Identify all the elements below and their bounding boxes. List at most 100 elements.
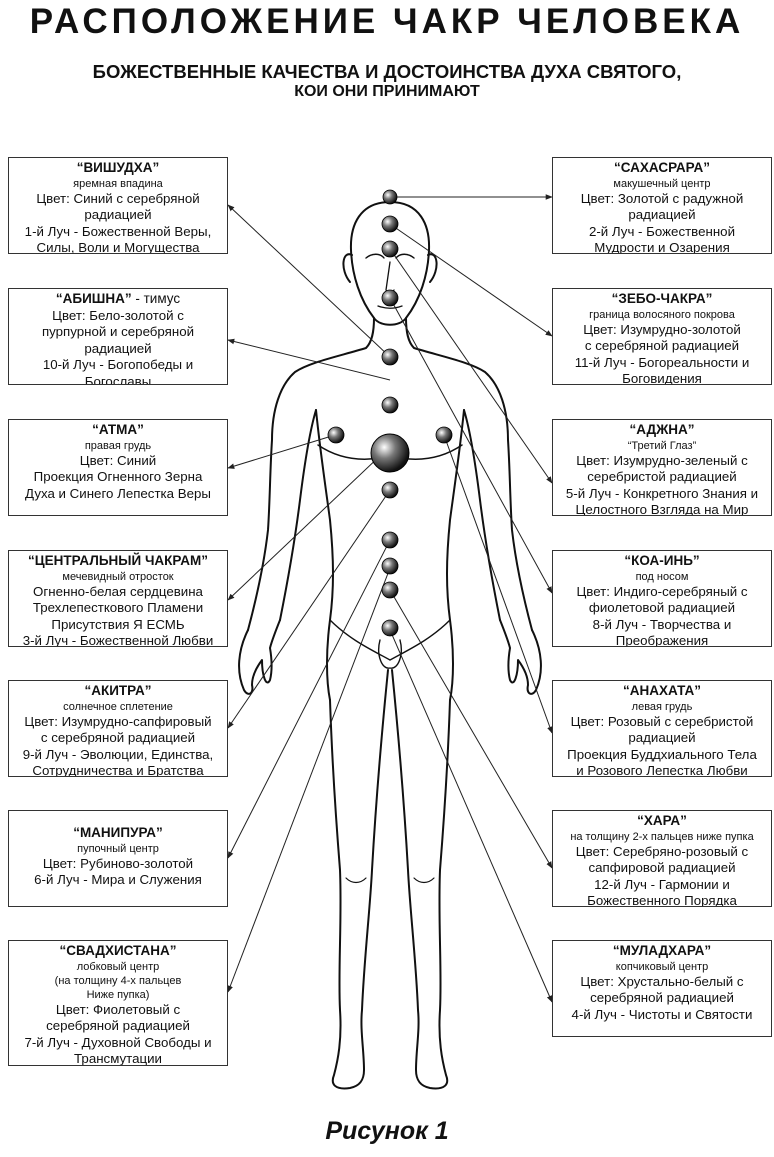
chakra-point-ajna [381, 240, 399, 258]
chakra-line: Огненно-белая сердцевина [33, 583, 203, 599]
chakra-line: Целостного Взгляда на Мир [575, 502, 749, 516]
chakra-name: “АНАХАТА” [623, 683, 701, 698]
chakra-line: Трансмутации [74, 1051, 162, 1066]
chakra-location: пупочный центр [77, 842, 159, 855]
chakra-point-svadhistana [381, 581, 399, 599]
chakra-line: 9-й Луч - Эволюции, Единства, [22, 746, 214, 762]
chakra-line: Цвет: Золотой с радужной [580, 190, 744, 206]
chakra-location-note: Ниже пупка) [86, 988, 150, 1001]
chakra-box-akitra: “АКИТРА” солнечное сплетение Цвет: Изумр… [8, 680, 228, 777]
chakra-line: 5-й Луч - Конкретного Знания и [565, 485, 759, 501]
chakra-box-hara: “ХАРА” на толщину 2-х пальцев ниже пупка… [552, 810, 772, 907]
page-title: РАСПОЛОЖЕНИЕ ЧАКР ЧЕЛОВЕКА [29, 2, 745, 41]
chakra-line: Духа и Синего Лепестка Веры [25, 485, 211, 501]
chakra-box-atma: “АТМА” правая грудь Цвет: Синий Проекция… [8, 419, 228, 516]
chakra-line: фиолетовой радиацией [588, 600, 736, 615]
chakra-name: “МУЛАДХАРА” [612, 943, 712, 958]
chakra-name: “ХАРА” [637, 813, 687, 828]
figure-caption: Рисунок 1 [325, 1117, 449, 1145]
chakra-location: копчиковый центр [615, 960, 709, 973]
connector-lines [227, 194, 553, 1003]
chakra-name: “САХАСРАРА” [614, 160, 710, 175]
chakra-line: Божественного Порядка [587, 893, 737, 907]
chakra-line: Цвет: Бело-золотой с [52, 307, 184, 323]
chakra-line: с серебряной радиацией [40, 730, 196, 745]
chakra-line: Цвет: Изумрудно-золотой [583, 321, 741, 337]
chakra-point-koa-in [381, 289, 399, 307]
chakra-line: серебряной радиацией [590, 990, 734, 1005]
connector-hara [389, 589, 553, 869]
chakra-name: “ВИШУДХА” [76, 160, 160, 175]
chakra-point-abishna [381, 396, 399, 414]
chakra-line: радиацией [628, 207, 696, 222]
chakra-name: “КОА-ИНЬ” [624, 553, 700, 568]
chakra-point-manipura [381, 531, 399, 549]
chakra-box-svadhistana: “СВАДХИСТАНА” лобковый центр (на толщину… [8, 940, 228, 1066]
chakra-line: Боговидения [622, 371, 702, 385]
chakra-location: правая грудь [84, 439, 152, 452]
connector-anahata [443, 434, 553, 734]
chakra-name: “АТМА” [92, 422, 144, 437]
chakra-line: радиацией [84, 207, 152, 222]
chakra-name-suffix: - тимус [131, 291, 181, 306]
chakra-line: пурпурной и серебряной [41, 324, 195, 339]
page-subtitle-line-2: КОИ ОНИ ПРИНИМАЮТ [294, 83, 480, 100]
chakra-point-sahasrara [382, 189, 398, 205]
chakra-line: 1-й Луч - Божественной Веры, [24, 223, 212, 239]
chakra-line: Присутствия Я ЕСМЬ [51, 616, 185, 632]
connector-zebo [389, 223, 553, 337]
chakra-location: “Третий Глаз” [627, 439, 697, 452]
chakra-name: “ЦЕНТРАЛЬНЫЙ ЧАКРАМ” [28, 553, 208, 568]
chakra-point-zebo [381, 215, 399, 233]
chakra-line: Проекция Буддхиального Тела [567, 746, 757, 762]
connector-ajna [389, 248, 553, 484]
chakra-line: Цвет: Изумрудно-зеленый с [576, 452, 748, 468]
chakra-point-akitra [381, 481, 399, 499]
chakra-location: левая грудь [631, 700, 693, 713]
chakra-point-atma [327, 426, 345, 444]
chakra-location: макушечный центр [613, 177, 711, 190]
chakra-point-vishuddha [381, 348, 399, 366]
chakra-line: Мудрости и Озарения [594, 240, 730, 254]
chakra-name: “АБИШНА” [55, 291, 132, 306]
chakra-name: “АКИТРА” [84, 683, 152, 698]
chakra-box-ajna: “АДЖНА” “Третий Глаз” Цвет: Изумрудно-зе… [552, 419, 772, 516]
chakra-line: Цвет: Синий [79, 452, 157, 468]
connector-svadhistana [227, 567, 391, 993]
chakra-line: Сотрудничества и Братства [32, 763, 204, 777]
chakra-line: 7-й Луч - Духовной Свободы и [24, 1034, 212, 1050]
chakra-line: 12-й Луч - Гармонии и [594, 876, 730, 892]
connector-akitra [227, 489, 391, 729]
connector-atma [227, 434, 336, 469]
connector-manipura [227, 539, 391, 859]
chakra-point-muladhara [381, 619, 399, 637]
chakra-line: Цвет: Индиго-серебряный с [576, 583, 748, 599]
connector-koa-in [389, 297, 553, 594]
chakra-location: лобковый центр [76, 960, 160, 973]
chakra-name: “МАНИПУРА” [73, 825, 163, 840]
chakra-line: Цвет: Изумрудно-сапфировый [24, 713, 212, 729]
chakra-box-koa-in: “КОА-ИНЬ” под носом Цвет: Индиго-серебря… [552, 550, 772, 647]
chakra-box-sahasrara: “САХАСРАРА” макушечный центр Цвет: Золот… [552, 157, 772, 254]
chakra-line: Преображения [615, 633, 709, 647]
chakra-line: радиацией [84, 340, 152, 356]
chakra-line: сапфировой радиацией [588, 860, 736, 875]
chakra-line: радиацией [628, 730, 696, 745]
chakra-line: и Розового Лепестка Любви [576, 763, 748, 777]
chakra-name: “ЗЕБО-ЧАКРА” [611, 291, 713, 306]
chakra-name: “СВАДХИСТАНА” [59, 943, 177, 958]
chakra-line: Силы, Воли и Могущества [36, 240, 200, 254]
chakra-line: Цвет: Розовый с серебристой [570, 713, 754, 729]
connector-vishuddha [227, 204, 391, 358]
chakra-box-manipura: “МАНИПУРА” пупочный центр Цвет: Рубиново… [8, 810, 228, 907]
chakra-location: на толщину 2-х пальцев ниже пупка [570, 830, 754, 843]
chakra-location: граница волосяного покрова [589, 308, 735, 321]
chakra-box-vishuddha: “ВИШУДХА” яремная впадина Цвет: Синий с … [8, 157, 228, 254]
chakra-line: 4-й Луч - Чистоты и Святости [571, 1006, 753, 1022]
chakra-box-central-chakram: “ЦЕНТРАЛЬНЫЙ ЧАКРАМ” мечевидный отросток… [8, 550, 228, 647]
chakra-line: Трехлепесткового Пламени [32, 600, 204, 615]
chakra-location: яремная впадина [73, 177, 163, 190]
chakra-point-central [370, 433, 410, 473]
chakra-point-anahata [435, 426, 453, 444]
